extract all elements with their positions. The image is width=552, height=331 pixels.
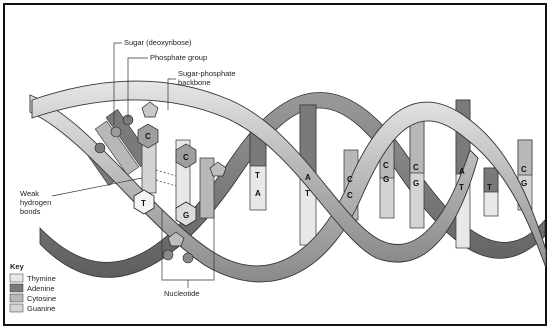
base-letter-c: C (183, 153, 189, 162)
key-swatch-thymine (10, 274, 23, 282)
base-letter-c: C (413, 163, 419, 172)
base-letter-c: C (347, 175, 353, 184)
key-swatch-cytosine (10, 294, 23, 302)
base-letter-g: G (183, 211, 189, 220)
base-letter-c: C (347, 191, 353, 200)
base-letter-t: T (255, 171, 260, 180)
phosphate-pentagon (142, 102, 158, 117)
label-weak-line3: bonds (20, 207, 41, 216)
label-nucleotide: Nucleotide (164, 289, 199, 298)
key-swatch-guanine (10, 304, 23, 312)
base-letter-a: A (459, 167, 465, 176)
base-letter-c: C (383, 161, 389, 170)
key-label-guanine: Guanine (27, 304, 55, 313)
base-letter-g: G (413, 179, 419, 188)
base-letter-a: A (255, 189, 261, 198)
base-letter-a: A (305, 173, 311, 182)
hydrogen-bond-line (156, 180, 176, 186)
phosphate-circle (163, 250, 173, 260)
base-letter-t: T (141, 199, 146, 208)
label-backbone-line1: Sugar-phosphate (178, 69, 236, 78)
base-letter-g: G (383, 175, 389, 184)
phosphate-circle (183, 253, 193, 263)
key-label-cytosine: Cytosine (27, 294, 56, 303)
label-weak-line1: Weak (20, 189, 39, 198)
base-letter-c: C (145, 132, 151, 141)
base-letter-c: C (521, 165, 527, 174)
base-letter-g: G (521, 179, 527, 188)
base-letter-t: T (305, 189, 310, 198)
label-phosphate: Phosphate group (150, 53, 207, 62)
label-sugar: Sugar (deoxyribose) (124, 38, 192, 47)
hydrogen-bonds (156, 170, 176, 186)
key-label-thymine: Thymine (27, 274, 56, 283)
phosphate-circle (95, 143, 105, 153)
phosphate-circle (111, 127, 121, 137)
key-label-adenine: Adenine (27, 284, 55, 293)
hydrogen-bond-line (156, 170, 176, 176)
key-legend: Key Thymine Adenine Cytosine Guanine (10, 262, 56, 313)
base-letter-t: T (487, 183, 492, 192)
label-backbone-line2: backbone (178, 78, 211, 87)
key-swatch-adenine (10, 284, 23, 292)
base-letter-t: T (459, 183, 464, 192)
key-title: Key (10, 262, 25, 271)
label-weak-line2: hydrogen (20, 198, 51, 207)
